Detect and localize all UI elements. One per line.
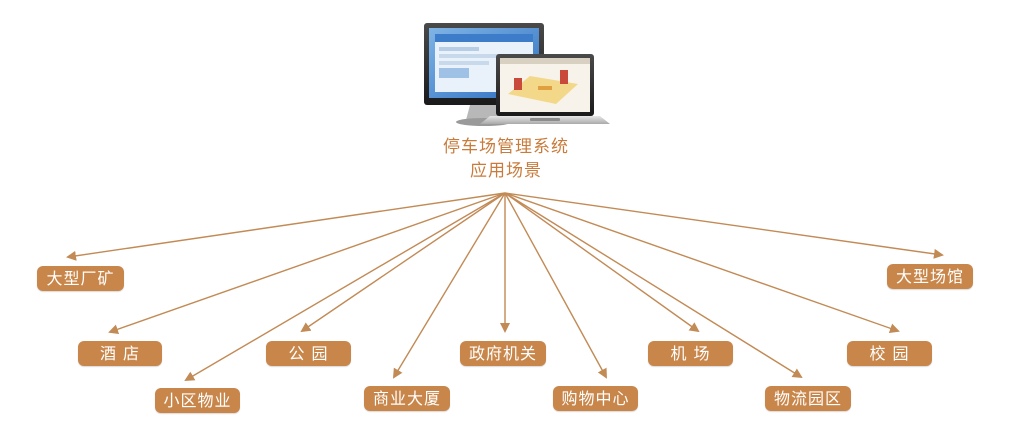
scene-label: 物流园区 xyxy=(773,389,842,408)
arrow-to-airport xyxy=(504,192,700,333)
scene-pill-government: 政府机关 xyxy=(460,341,546,366)
arrow-to-campus xyxy=(504,192,900,334)
scene-pill-campus: 校 园 xyxy=(847,341,932,366)
scene-label: 商业大厦 xyxy=(372,389,441,408)
scene-label: 大型厂矿 xyxy=(46,269,115,288)
computer-monitor-and-laptop-icon xyxy=(424,23,610,126)
scene-pill-park: 公 园 xyxy=(266,341,351,366)
arrow-to-venue xyxy=(504,192,944,259)
arrow-to-mine xyxy=(66,192,506,261)
scene-label: 公 园 xyxy=(288,344,329,363)
scene-label: 机 场 xyxy=(670,344,711,363)
scene-pill-mine: 大型厂矿 xyxy=(37,266,124,291)
arrow-to-park xyxy=(300,192,506,333)
arrow-to-logistics xyxy=(504,192,803,379)
scene-pill-shopping: 购物中心 xyxy=(553,386,638,411)
scene-pill-community: 小区物业 xyxy=(155,388,240,413)
scene-pill-airport: 机 场 xyxy=(648,341,733,366)
arrow-to-hotel xyxy=(108,192,506,335)
scene-label: 大型场馆 xyxy=(895,267,964,286)
arrow-to-building xyxy=(392,192,506,379)
scene-pill-hotel: 酒 店 xyxy=(78,341,162,366)
diagram-title-line2: 应用场景 xyxy=(470,161,542,181)
scene-label: 政府机关 xyxy=(468,344,537,363)
arrow-to-shopping xyxy=(504,192,607,379)
scene-pill-building: 商业大厦 xyxy=(364,386,450,411)
scene-label: 小区物业 xyxy=(163,391,232,410)
scene-label: 校 园 xyxy=(869,344,910,363)
arrow-to-community xyxy=(184,192,506,382)
scene-label: 购物中心 xyxy=(561,389,630,408)
scene-pill-logistics: 物流园区 xyxy=(765,386,851,411)
scene-pill-venue: 大型场馆 xyxy=(887,264,973,289)
diagram-title-line1: 停车场管理系统 xyxy=(443,137,569,157)
scene-label: 酒 店 xyxy=(99,344,141,363)
